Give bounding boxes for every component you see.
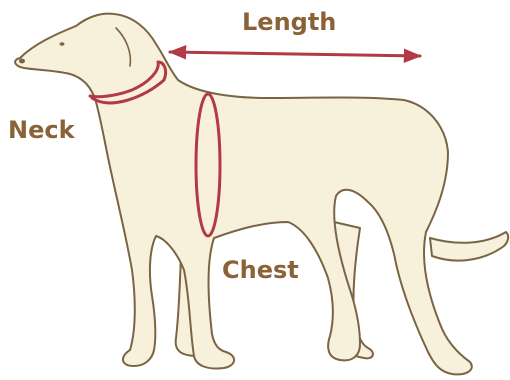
dog-tail bbox=[430, 232, 508, 261]
dog-eye bbox=[60, 42, 65, 46]
neck-label: Neck bbox=[8, 118, 75, 142]
length-label: Length bbox=[242, 10, 336, 34]
dog-body bbox=[15, 14, 472, 375]
dog-nose bbox=[19, 59, 25, 64]
length-double-arrow-icon bbox=[170, 52, 420, 56]
dog-silhouette-icon bbox=[15, 14, 508, 375]
chest-label: Chest bbox=[222, 258, 299, 282]
